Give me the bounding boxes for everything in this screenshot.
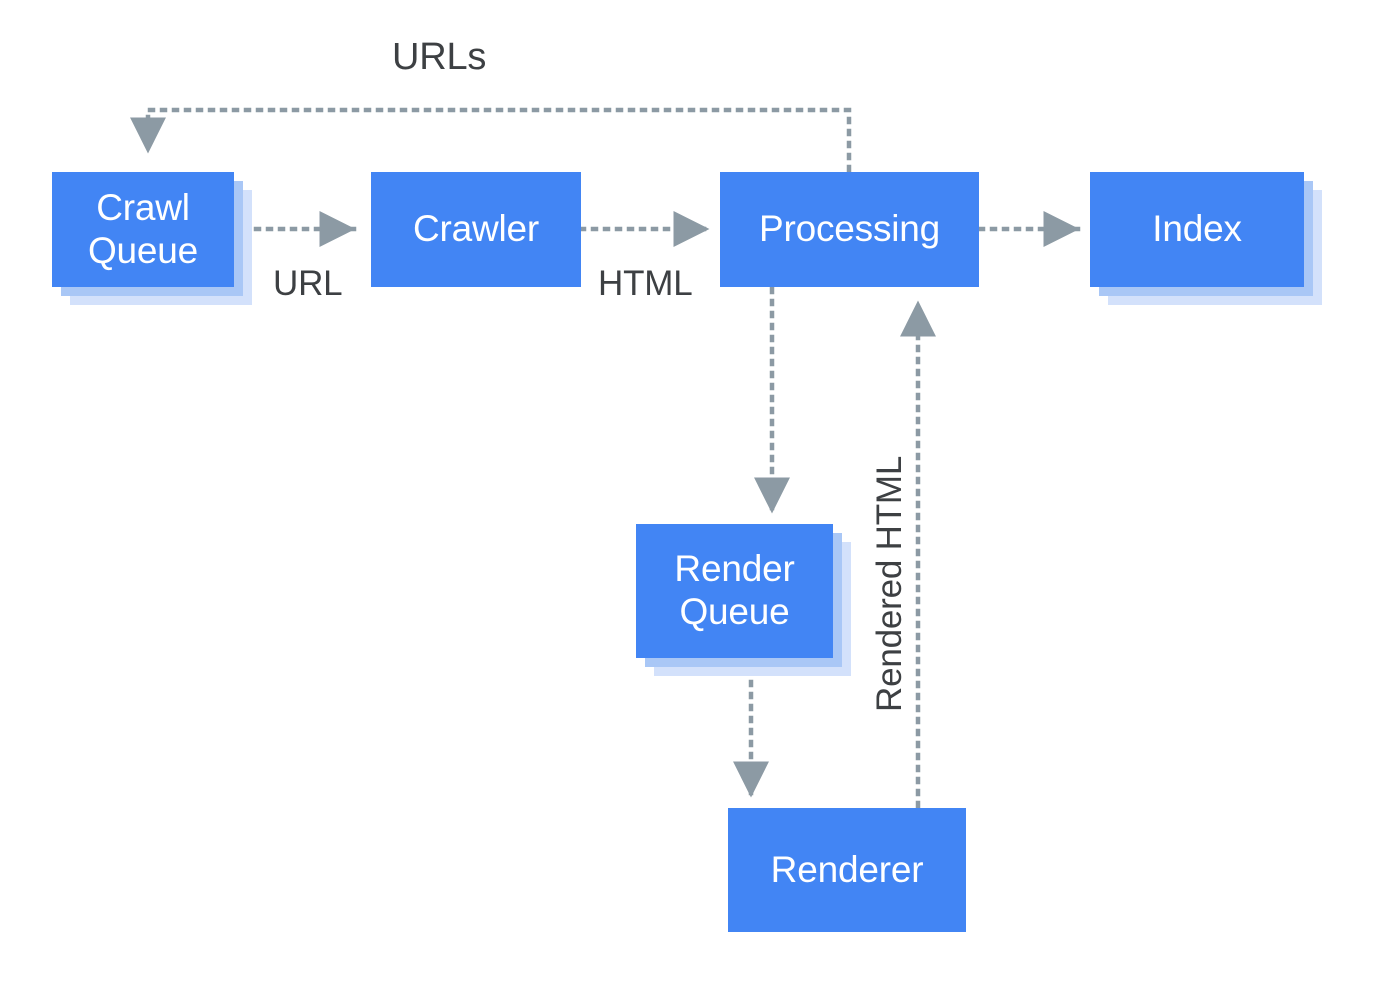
node-label-index: Index: [1152, 208, 1242, 250]
node-crawler[interactable]: Crawler: [371, 172, 581, 287]
node-index[interactable]: Index: [1090, 172, 1322, 305]
edge-label-html: HTML: [598, 264, 693, 303]
node-label-crawl-queue: Crawl Queue: [87, 186, 199, 271]
node-label-crawler: Crawler: [412, 208, 540, 250]
node-label-renderer: Renderer: [770, 848, 924, 890]
node-label-processing: Processing: [758, 208, 941, 250]
node-processing[interactable]: Processing: [720, 172, 979, 287]
edge-label-urls: URLs: [392, 36, 487, 78]
crawl-queue-face: Crawl Queue: [52, 172, 234, 287]
edge-label-rendered-html: Rendered HTML: [870, 455, 909, 712]
crawler-face: Crawler: [371, 172, 581, 287]
edge-label-url: URL: [273, 264, 343, 303]
node-renderer[interactable]: Renderer: [728, 808, 966, 932]
node-crawl-queue[interactable]: Crawl Queue: [52, 172, 252, 305]
node-label-render-queue: Render Queue: [674, 548, 795, 632]
edge-processing-to-crawl-queue: [130, 107, 852, 173]
index-face: Index: [1090, 172, 1304, 287]
renderer-face: Renderer: [728, 808, 966, 932]
render-queue-face: Render Queue: [636, 524, 833, 658]
processing-face: Processing: [720, 172, 979, 287]
node-render-queue[interactable]: Render Queue: [636, 524, 851, 676]
